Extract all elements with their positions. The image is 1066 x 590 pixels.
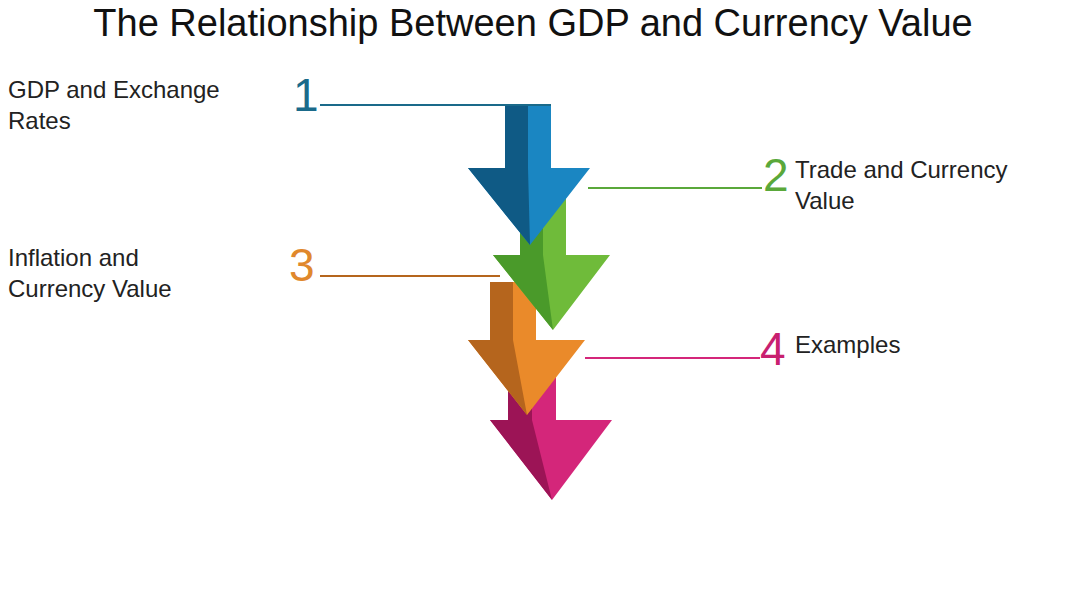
blue-arrow <box>468 105 590 245</box>
section-label: GDP and Exchange Rates <box>8 74 223 136</box>
leader-line <box>585 357 760 359</box>
leader-line <box>320 275 500 277</box>
callout-number: 1 <box>293 72 323 118</box>
diagram-title: The Relationship Between GDP and Currenc… <box>0 2 1066 45</box>
leader-line <box>588 187 762 189</box>
callout-number: 3 <box>289 242 319 288</box>
callout-number: 2 <box>763 152 793 198</box>
section-label: Trade and Currency Value <box>795 154 1045 216</box>
leader-line <box>320 104 551 106</box>
section-label: Inflation and Currency Value <box>8 242 208 304</box>
callout-number: 4 <box>760 326 790 372</box>
section-label: Examples <box>795 329 1045 360</box>
